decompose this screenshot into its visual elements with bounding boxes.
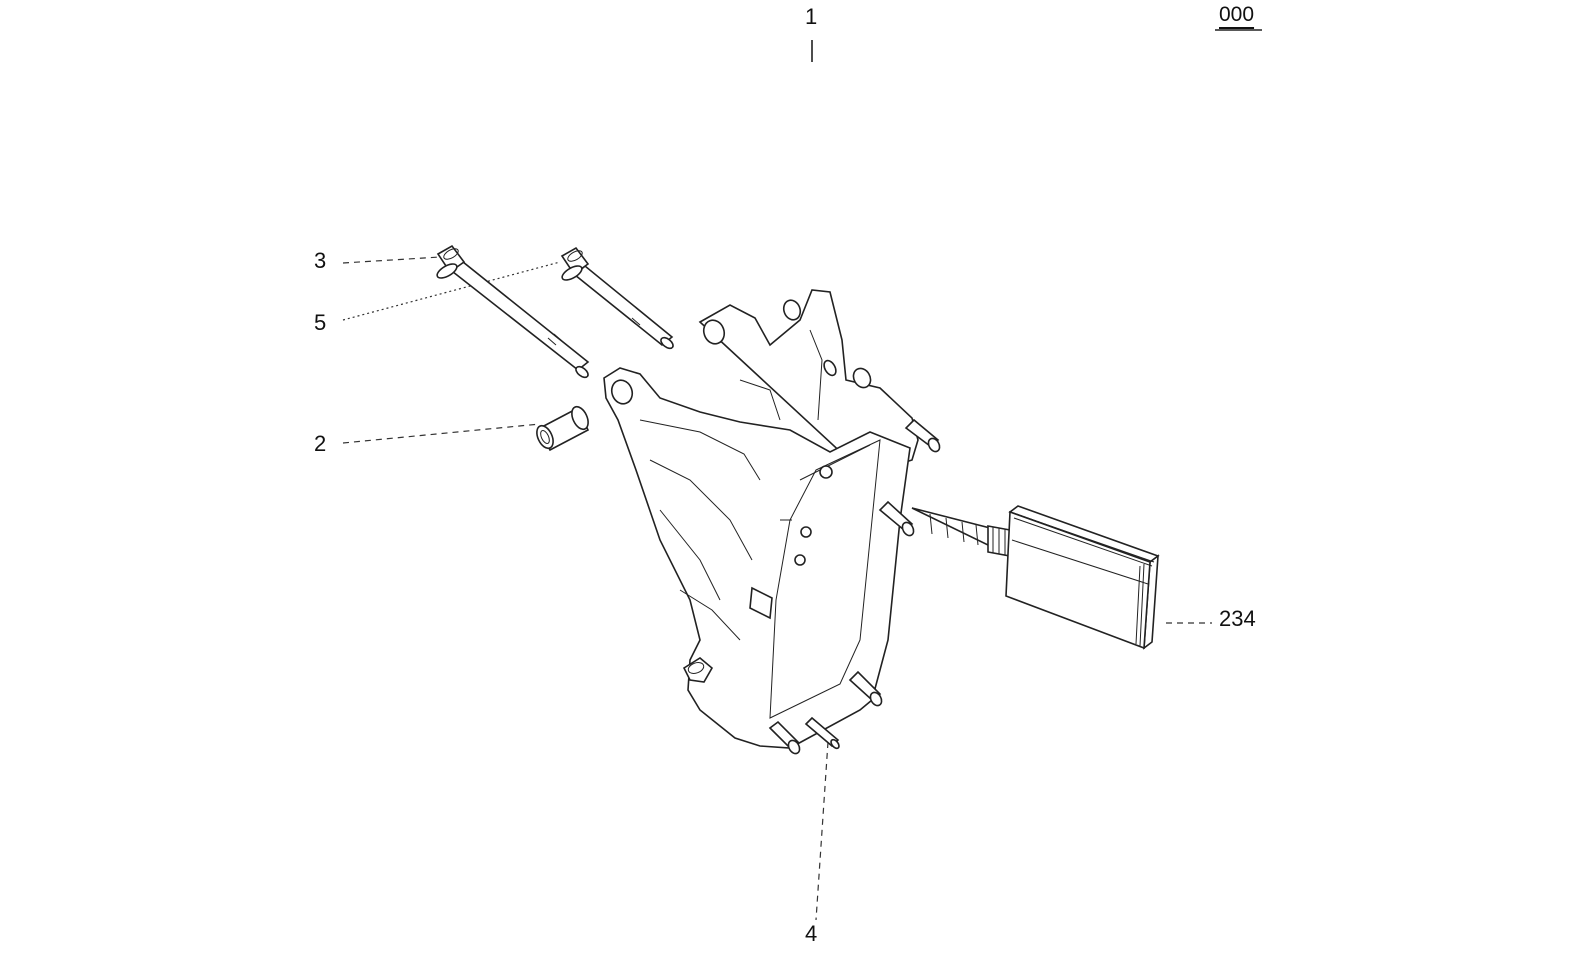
callout-5-label: 5 [314,310,327,335]
sheet-reference-number: 000 [1219,3,1255,26]
bolt-part-5 [560,246,674,350]
callout-2-label: 2 [314,431,327,456]
bracket-body-part-1 [603,289,941,755]
leader-line-4 [815,741,829,921]
callout-234-label: 234 [1219,606,1256,631]
dowel-pin-part-4 [804,716,840,750]
callout-4-label: 4 [805,921,818,946]
leader-line-2 [342,423,541,444]
bolt-part-3 [436,244,590,379]
callout-3-label: 3 [314,248,327,273]
spacer-sleeve-part-2 [536,405,590,452]
leader-line-3 [342,256,441,264]
sealant-tube-part-234 [911,505,1160,650]
callout-1-label: 1 [805,4,818,29]
